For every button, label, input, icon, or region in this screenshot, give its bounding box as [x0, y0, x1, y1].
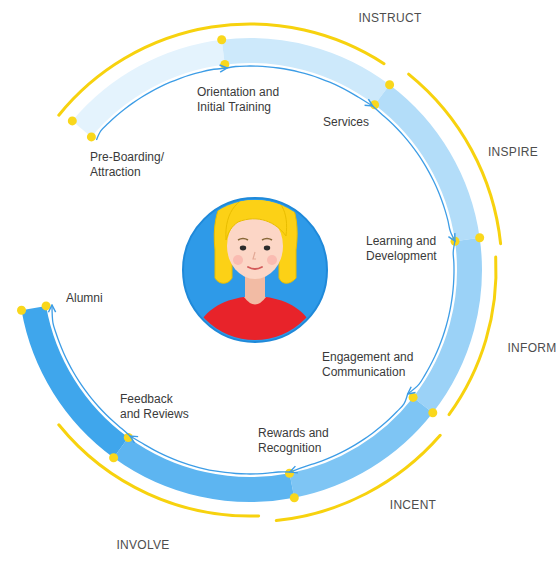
phase-bracket — [449, 257, 496, 415]
stage-dot — [42, 301, 51, 310]
stage-dot — [290, 493, 299, 502]
avatar-hair — [214, 180, 297, 283]
phase-label: INCENT — [390, 498, 436, 512]
phase-brackets — [59, 24, 501, 521]
stage-dot — [68, 116, 77, 125]
phase-label: INFORM — [507, 341, 556, 355]
stage-node: Alumni — [52, 289, 122, 310]
stage-label: Feedback and Reviews — [120, 392, 196, 422]
stage-node: Pre-Boarding/ Attraction — [86, 140, 176, 182]
stage-dots — [17, 35, 484, 502]
phase-bracket — [409, 74, 501, 244]
phase-label: INVOLVE — [116, 538, 169, 552]
stage-label: Rewards and Recognition — [258, 426, 336, 456]
avatar-eye — [264, 246, 270, 251]
stage-node: Learning and Development — [362, 232, 456, 268]
ring-segment — [413, 238, 482, 413]
stage-label: Pre-Boarding/ Attraction — [90, 150, 174, 180]
stage-arrow — [52, 305, 130, 436]
stage-label: Orientation and Initial Training — [197, 85, 289, 115]
stage-label: Learning and Development — [366, 234, 448, 264]
stage-dot — [87, 132, 96, 141]
stage-dot — [409, 393, 418, 402]
avatar-mouth — [248, 267, 262, 269]
stage-dot — [428, 408, 437, 417]
avatar-shirt — [190, 297, 320, 350]
phase-label: INSPIRE — [488, 145, 538, 159]
avatar-cheek — [267, 255, 277, 265]
ring-segment — [22, 306, 129, 458]
stage-label: Engagement and Communication — [322, 350, 420, 380]
phase-label: INSTRUCT — [358, 11, 421, 25]
employee-avatar — [183, 180, 327, 350]
stage-dot — [109, 453, 118, 462]
avatar-neckline — [244, 297, 266, 305]
stage-arrow — [373, 106, 455, 241]
avatar-cheek — [233, 255, 243, 265]
phase-bracket — [59, 425, 259, 516]
stage-label: Services — [323, 115, 375, 130]
avatar-brow — [238, 239, 248, 241]
stage-dot — [475, 233, 484, 242]
stage-node: Engagement and Communication — [318, 348, 424, 394]
stage-node: Services — [320, 106, 383, 134]
stage-node: Orientation and Initial Training — [194, 68, 292, 117]
stage-dot — [17, 306, 26, 315]
avatar-fringe — [226, 195, 287, 240]
stage-arrow — [408, 241, 455, 394]
stage-node: Rewards and Recognition — [256, 424, 340, 472]
stage-dot — [285, 469, 294, 478]
avatar-brow — [262, 239, 272, 241]
stage-node: Feedback and Reviews — [116, 390, 200, 436]
ring-segment — [375, 85, 480, 242]
avatar-nose — [253, 252, 256, 259]
stage-dot — [217, 35, 226, 44]
lifecycle-ring — [22, 38, 482, 502]
phase-bracket — [59, 24, 384, 115]
avatar-eye — [240, 246, 246, 251]
connector-layer — [52, 66, 455, 474]
stage-label: Alumni — [66, 291, 118, 306]
stage-dot — [385, 80, 394, 89]
